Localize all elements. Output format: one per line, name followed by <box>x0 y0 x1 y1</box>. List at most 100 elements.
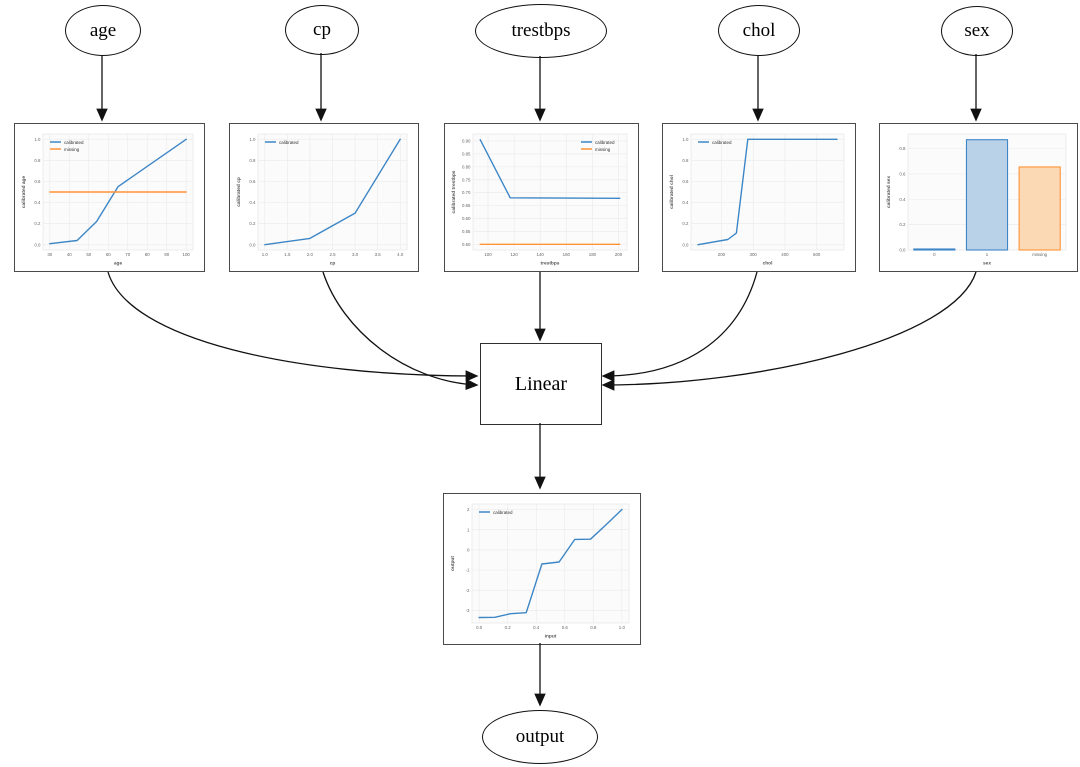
svg-text:0.2: 0.2 <box>505 625 512 630</box>
input-node-chol-label: chol <box>742 19 776 41</box>
input-node-age: age <box>65 5 141 56</box>
svg-text:0.8: 0.8 <box>590 625 597 630</box>
svg-text:0.6: 0.6 <box>249 179 256 184</box>
input-node-trestbps-label: trestbps <box>511 20 571 41</box>
svg-text:50: 50 <box>86 252 91 257</box>
sex-calibration-chart: 0.0 0.2 0.4 0.6 0.8 0 1 missing sex calibrated se… <box>884 128 1073 267</box>
svg-text:80: 80 <box>145 252 150 257</box>
cp-calibrator-plot-box: 0.0 0.2 0.4 0.6 0.8 1.0 1.0 1.5 2.0 2.5 3.0 3.5 4.0 c… <box>229 123 419 272</box>
svg-text:0.4: 0.4 <box>533 625 540 630</box>
svg-text:0.6: 0.6 <box>899 172 906 177</box>
svg-text:160: 160 <box>563 252 571 257</box>
svg-text:0.6: 0.6 <box>562 625 569 630</box>
svg-text:1.0: 1.0 <box>262 252 269 257</box>
svg-text:0.50: 0.50 <box>462 242 471 247</box>
input-node-chol: chol <box>718 5 800 56</box>
svg-text:0.55: 0.55 <box>462 229 471 234</box>
svg-text:missing: missing <box>64 147 80 152</box>
svg-text:cp: cp <box>330 262 336 267</box>
svg-text:0.0: 0.0 <box>682 242 689 247</box>
svg-text:0.4: 0.4 <box>249 200 256 205</box>
svg-text:calibrated age: calibrated age <box>21 176 27 209</box>
svg-text:0.0: 0.0 <box>899 248 906 253</box>
svg-text:-3: -3 <box>466 608 470 613</box>
linear-node-label: Linear <box>514 372 568 395</box>
svg-text:-1: -1 <box>466 568 470 573</box>
svg-text:1.5: 1.5 <box>284 252 291 257</box>
output-node: output <box>482 710 598 764</box>
svg-text:0.8: 0.8 <box>249 158 256 163</box>
svg-text:1.0: 1.0 <box>34 137 41 142</box>
svg-text:0.80: 0.80 <box>462 164 471 169</box>
cp-calibration-chart: 0.0 0.2 0.4 0.6 0.8 1.0 1.0 1.5 2.0 2.5 3.0 3.5 4.0 c… <box>234 128 414 267</box>
svg-text:output: output <box>450 556 456 571</box>
svg-text:0.2: 0.2 <box>899 222 906 227</box>
svg-text:3.5: 3.5 <box>375 252 382 257</box>
svg-text:calibrated chol: calibrated chol <box>669 175 675 209</box>
svg-text:0: 0 <box>467 547 470 552</box>
svg-text:calibrated: calibrated <box>595 140 615 145</box>
svg-text:1: 1 <box>467 527 470 532</box>
svg-text:40: 40 <box>67 252 72 257</box>
svg-text:180: 180 <box>589 252 597 257</box>
edge-cp-calibrator-to-linear <box>322 271 479 391</box>
edge-chol-calibrator-to-linear <box>601 271 758 382</box>
input-node-sex-label: sex <box>964 20 990 41</box>
svg-text:0.2: 0.2 <box>682 221 689 226</box>
edge-age-calibrator-to-linear <box>107 271 479 382</box>
svg-text:0.90: 0.90 <box>462 139 471 144</box>
svg-text:1.0: 1.0 <box>249 137 256 142</box>
input-node-trestbps: trestbps <box>475 4 607 58</box>
svg-text:70: 70 <box>125 252 130 257</box>
svg-text:missing: missing <box>1032 252 1047 257</box>
svg-text:0.2: 0.2 <box>34 221 41 226</box>
svg-text:calibrated: calibrated <box>712 140 732 145</box>
svg-text:0.8: 0.8 <box>34 158 41 163</box>
svg-text:0.8: 0.8 <box>899 146 906 151</box>
svg-text:1: 1 <box>986 252 989 257</box>
svg-text:0.6: 0.6 <box>34 179 41 184</box>
svg-text:0.70: 0.70 <box>462 190 471 195</box>
svg-text:1.0: 1.0 <box>682 137 689 142</box>
svg-text:2: 2 <box>467 507 470 512</box>
svg-text:3.0: 3.0 <box>352 252 359 257</box>
svg-text:0.2: 0.2 <box>249 221 256 226</box>
svg-text:100: 100 <box>484 252 492 257</box>
sex-calibrator-plot-box: 0.0 0.2 0.4 0.6 0.8 0 1 missing sex calibrated se… <box>879 123 1078 272</box>
svg-text:missing: missing <box>595 147 611 152</box>
svg-text:2.0: 2.0 <box>307 252 314 257</box>
svg-text:0: 0 <box>933 252 936 257</box>
input-node-cp: cp <box>285 5 359 55</box>
svg-text:0.65: 0.65 <box>462 203 471 208</box>
svg-text:100: 100 <box>183 252 191 257</box>
output-node-label: output <box>515 726 565 747</box>
svg-text:2.5: 2.5 <box>329 252 336 257</box>
svg-text:-2: -2 <box>466 588 470 593</box>
svg-text:calibrated sex: calibrated sex <box>886 176 892 208</box>
svg-text:0.4: 0.4 <box>899 197 906 202</box>
svg-text:140: 140 <box>537 252 545 257</box>
svg-text:120: 120 <box>510 252 518 257</box>
svg-text:0.4: 0.4 <box>34 200 41 205</box>
svg-text:calibrated: calibrated <box>493 510 513 515</box>
input-node-sex: sex <box>941 6 1013 56</box>
svg-text:input: input <box>545 634 557 640</box>
svg-text:4.0: 4.0 <box>397 252 404 257</box>
svg-text:0.4: 0.4 <box>682 200 689 205</box>
svg-text:0.0: 0.0 <box>249 242 256 247</box>
input-node-age-label: age <box>89 19 117 41</box>
svg-text:1.0: 1.0 <box>619 625 626 630</box>
svg-text:0.0: 0.0 <box>34 242 41 247</box>
svg-text:chol: chol <box>763 261 773 267</box>
svg-text:calibrated: calibrated <box>279 140 299 145</box>
svg-text:500: 500 <box>813 252 821 257</box>
svg-text:sex: sex <box>983 262 991 267</box>
